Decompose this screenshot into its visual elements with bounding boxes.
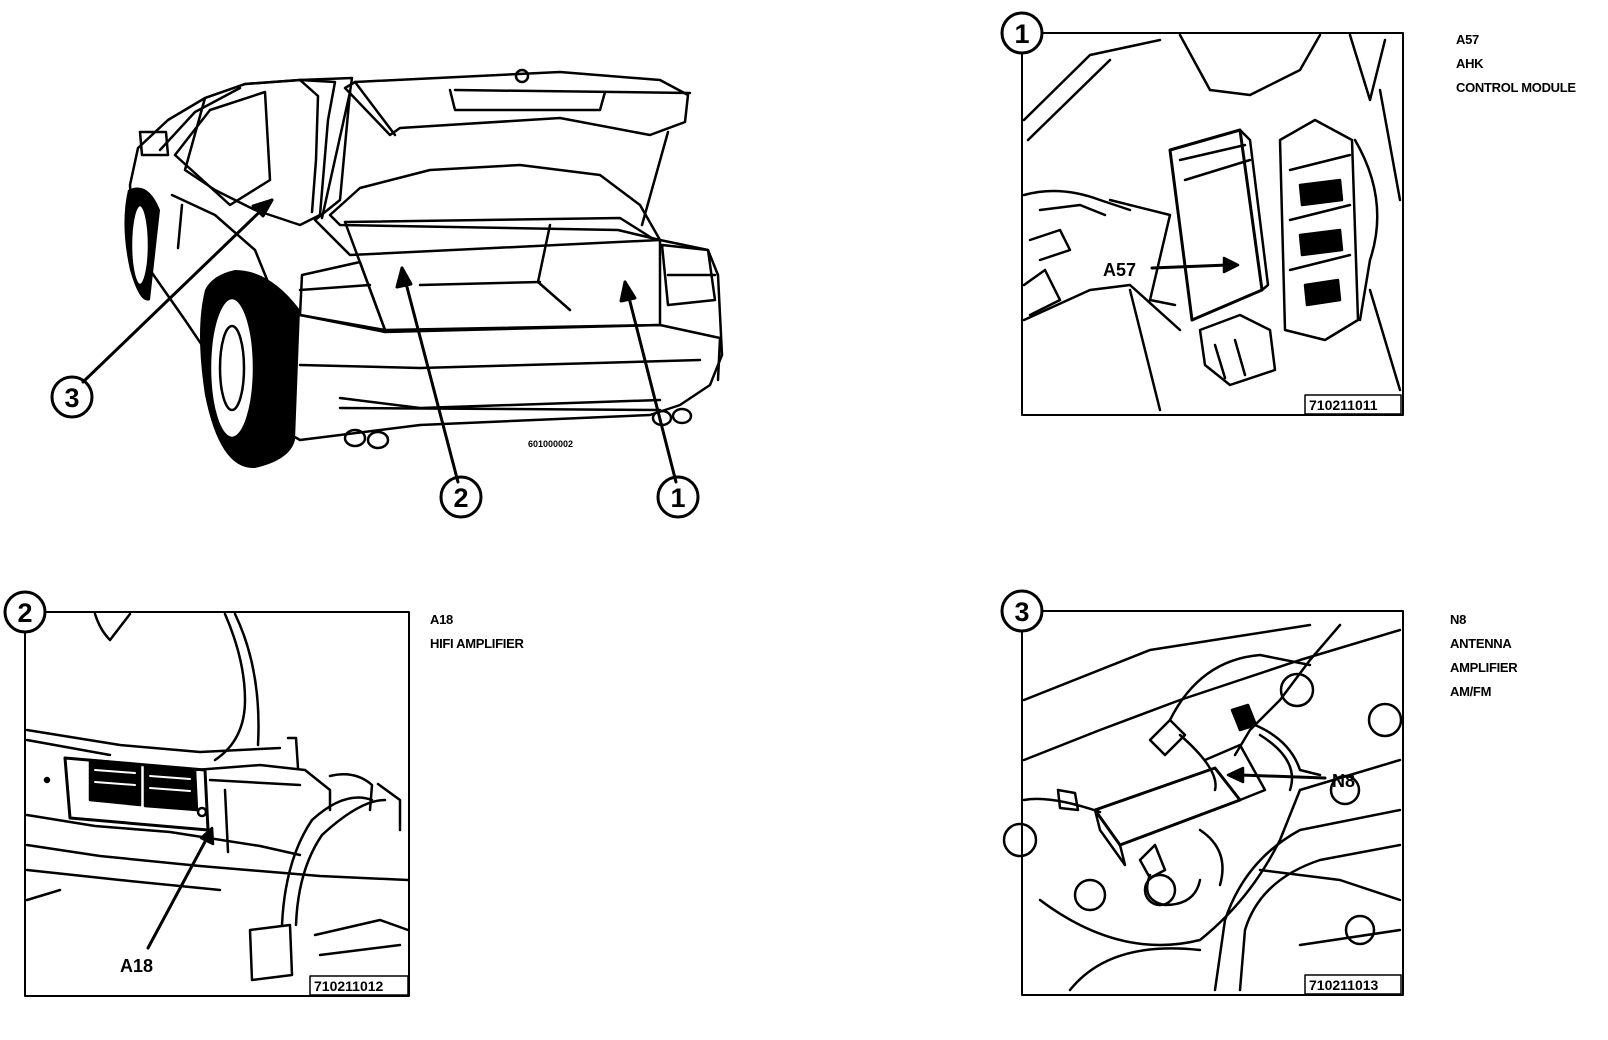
- panel-3-detail: N8 710211013 3: [1000, 589, 1404, 996]
- overview-ref-code: 601000002: [528, 439, 573, 449]
- panel-1-detail: A57 710211011 1: [1000, 11, 1404, 416]
- panel-2-number: 2: [17, 598, 32, 628]
- panel-1-caption: A57 AHK CONTROL MODULE: [1456, 28, 1576, 100]
- panel-2-pointer-label: A18: [120, 956, 153, 976]
- panel-1-number: 1: [1014, 19, 1029, 49]
- panel-2-caption: A18 HIFI AMPLIFIER: [430, 608, 524, 656]
- callout-number-2: 2: [453, 483, 468, 513]
- callout-number-1: 1: [670, 483, 685, 513]
- callout-circle-3: 3: [50, 375, 94, 419]
- overview-pointer-arrows: [81, 198, 678, 484]
- panel-1-figure-code: 710211011: [1309, 397, 1378, 413]
- callout-number-3: 3: [64, 383, 79, 413]
- panel-3-caption-line-3: AM/FM: [1450, 684, 1492, 699]
- panel-2-figure-code: 710211012: [314, 978, 384, 994]
- panel-1-pointer-label: A57: [1103, 260, 1136, 280]
- panel-3-pointer-label: N8: [1332, 771, 1355, 791]
- panel-2-detail: A18 710211012 2: [3, 590, 410, 997]
- panel-1-caption-component: CONTROL MODULE: [1456, 80, 1576, 95]
- panel-3-caption-line-2: AMPLIFIER: [1450, 660, 1518, 675]
- panel-3-number: 3: [1014, 597, 1029, 627]
- callout-circle-2: 2: [439, 475, 483, 519]
- panel-2-caption-code: A18: [430, 612, 453, 627]
- panel-3-caption-code: N8: [1450, 612, 1467, 627]
- car-overview-illustration: 3 2 1 601000002: [50, 68, 724, 519]
- panel-3-caption: N8 ANTENNA AMPLIFIER AM/FM: [1450, 608, 1518, 704]
- panel-1-caption-code: A57: [1456, 32, 1479, 47]
- callout-circle-1: 1: [656, 475, 700, 519]
- panel-3-caption-line-1: ANTENNA: [1450, 636, 1512, 651]
- panel-3-figure-code: 710211013: [1309, 977, 1379, 993]
- panel-2-caption-component: HIFI AMPLIFIER: [430, 636, 524, 651]
- panel-1-caption-system: AHK: [1456, 56, 1484, 71]
